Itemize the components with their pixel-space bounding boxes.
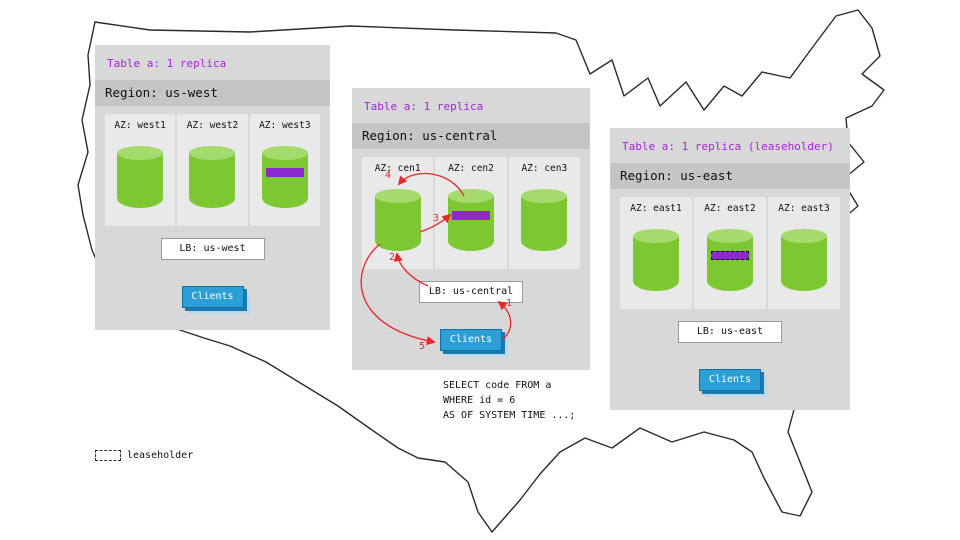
az-label: AZ: cen1	[374, 163, 421, 174]
legend: leaseholder	[95, 450, 193, 461]
cylinder-body	[189, 153, 236, 208]
database-cylinder	[707, 229, 753, 291]
sql-line: AS OF SYSTEM TIME ...;	[443, 410, 576, 421]
cylinder-body	[447, 196, 494, 251]
cylinder-body	[374, 196, 421, 251]
leaseholder-legend-label: leaseholder	[127, 450, 194, 461]
flow-step-5: 5	[419, 341, 426, 352]
database-cylinder	[374, 189, 421, 251]
database-cylinder	[261, 146, 308, 208]
region-title: Region: us-central	[352, 123, 590, 149]
az-row: AZ: cen1 AZ: cen2 AZ: cen3	[362, 157, 580, 269]
clients-wrap: Clients	[352, 327, 590, 351]
clients-wrap: Clients	[610, 367, 850, 391]
cylinder-body	[117, 153, 164, 208]
az-row: AZ: east1 AZ: east2 AZ: east3	[620, 197, 840, 309]
az-column-cen3: AZ: cen3	[508, 157, 580, 269]
cylinder-top	[189, 146, 236, 160]
cylinder-body	[261, 153, 308, 208]
az-column-cen2: AZ: cen2	[435, 157, 507, 269]
database-cylinder	[521, 189, 568, 251]
az-label: AZ: east1	[630, 203, 682, 214]
cylinder-top	[781, 229, 827, 243]
database-cylinder	[633, 229, 679, 291]
region-title: Region: us-east	[610, 163, 850, 189]
cylinder-top	[261, 146, 308, 160]
replica-range-band	[265, 168, 304, 177]
flow-step-4: 4	[385, 170, 392, 181]
cylinder-top	[633, 229, 679, 243]
cylinder-body	[521, 196, 568, 251]
load-balancer-box: LB: us-west	[160, 238, 265, 260]
load-balancer-box: LB: us-central	[419, 281, 523, 303]
region-panel-us-east: Table a: 1 replica (leaseholder) Region:…	[610, 128, 850, 410]
az-label: AZ: west2	[186, 120, 239, 131]
cylinder-body	[633, 236, 679, 291]
flow-step-1: 1	[506, 298, 513, 309]
cylinder-top	[707, 229, 753, 243]
sql-line: SELECT code FROM a	[443, 380, 552, 391]
database-cylinder	[781, 229, 827, 291]
cylinder-top	[447, 189, 494, 203]
az-label: AZ: east3	[778, 203, 830, 214]
az-label: AZ: cen3	[521, 163, 568, 174]
cylinder-top	[117, 146, 164, 160]
clients-box: Clients	[181, 286, 244, 308]
table-replica-label: Table a: 1 replica	[364, 100, 484, 113]
leaseholder-legend-icon	[95, 450, 121, 461]
az-column-west2: AZ: west2	[177, 114, 248, 226]
cylinder-top	[521, 189, 568, 203]
sql-line: WHERE id = 6	[443, 395, 516, 406]
sql-query-box: SELECT code FROM a WHERE id = 6 AS OF SY…	[435, 372, 593, 430]
us-map-path	[77, 9, 885, 533]
az-column-east3: AZ: east3	[768, 197, 840, 309]
az-column-west1: AZ: west1	[105, 114, 176, 226]
database-cylinder	[117, 146, 164, 208]
az-label: AZ: west3	[259, 120, 311, 131]
database-cylinder	[189, 146, 236, 208]
load-balancer-box: LB: us-east	[678, 321, 782, 343]
flow-step-3: 3	[433, 213, 440, 224]
az-column-cen1: AZ: cen1	[362, 157, 434, 269]
database-cylinder	[447, 189, 494, 251]
table-replica-label: Table a: 1 replica (leaseholder)	[622, 140, 834, 153]
clients-wrap: Clients	[95, 284, 330, 308]
az-label: AZ: cen2	[448, 163, 494, 174]
leaseholder-range-band	[711, 251, 749, 260]
az-column-west3: AZ: west3	[249, 114, 320, 226]
az-column-east2: AZ: east2	[694, 197, 766, 309]
region-panel-us-central: Table a: 1 replica Region: us-central AZ…	[352, 88, 590, 370]
cylinder-top	[374, 189, 421, 203]
az-label: AZ: east2	[704, 203, 756, 214]
replica-range-band	[451, 211, 490, 220]
cylinder-body	[707, 236, 753, 291]
az-label: AZ: west1	[114, 120, 166, 131]
az-column-east1: AZ: east1	[620, 197, 692, 309]
flow-step-2: 2	[389, 252, 396, 263]
region-title: Region: us-west	[95, 80, 330, 106]
cylinder-body	[781, 236, 827, 291]
clients-box: Clients	[699, 369, 761, 391]
region-panel-us-west: Table a: 1 replica Region: us-west AZ: w…	[95, 45, 330, 330]
clients-box: Clients	[440, 329, 502, 351]
table-replica-label: Table a: 1 replica	[107, 57, 227, 70]
az-row: AZ: west1 AZ: west2 AZ: west3	[105, 114, 320, 226]
